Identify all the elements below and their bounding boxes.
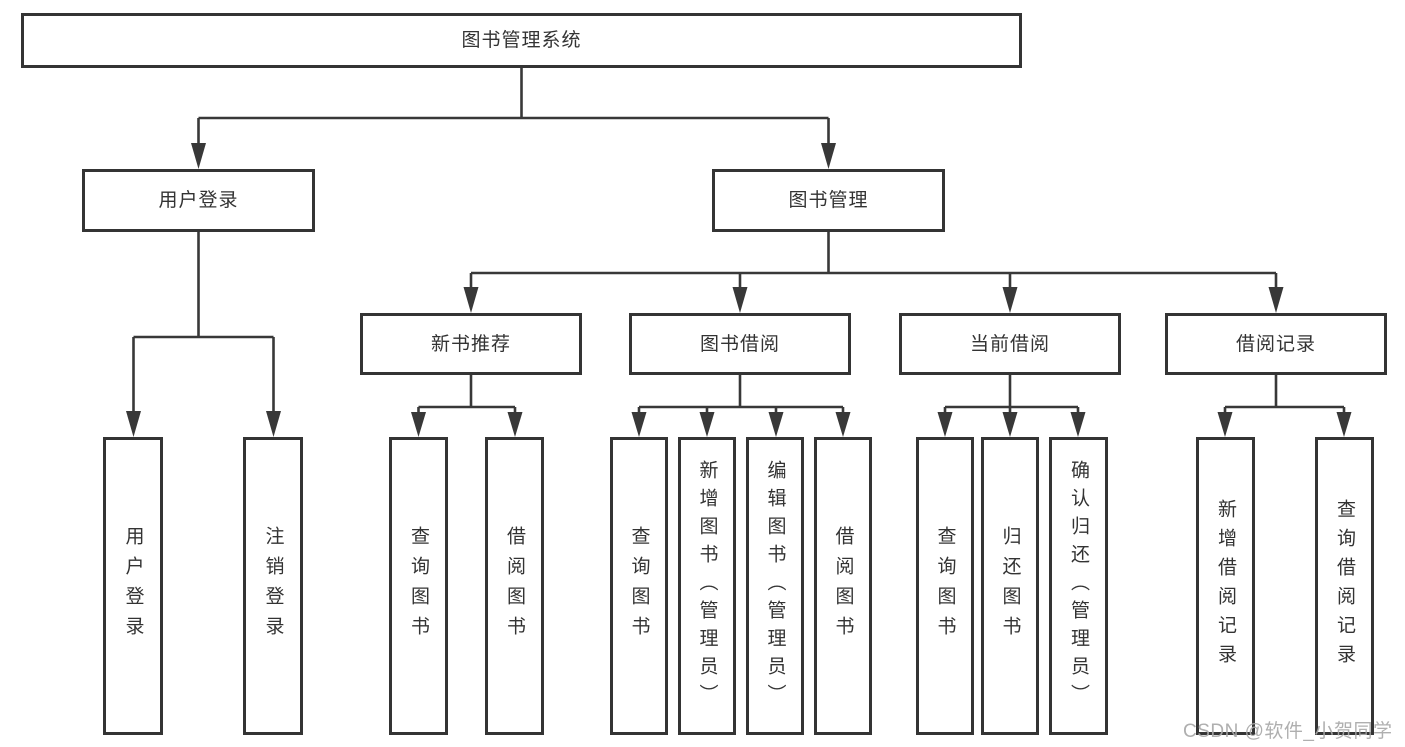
leaf-query-books-recommend-label: 查询图书 bbox=[408, 526, 429, 646]
node-root-label: 图书管理系统 bbox=[461, 30, 582, 51]
connector-borrow-to-leaves bbox=[631, 375, 851, 437]
leaf-logout: 注销登录 bbox=[243, 437, 303, 735]
leaf-return-books-label: 归还图书 bbox=[999, 526, 1021, 646]
node-borrow-records-label: 借阅记录 bbox=[1235, 333, 1316, 355]
node-book-management: 图书管理 bbox=[712, 169, 945, 232]
node-book-management-label: 图书管理 bbox=[788, 190, 869, 211]
leaf-borrow-books-borrow: 借阅图书 bbox=[814, 437, 872, 735]
leaf-confirm-return-admin: 确认归还（管理员） bbox=[1049, 437, 1108, 735]
leaf-query-books-current-label: 查询图书 bbox=[934, 526, 956, 646]
connector-login-to-leaves bbox=[126, 232, 281, 437]
leaf-logout-label: 注销登录 bbox=[262, 526, 284, 646]
leaf-add-borrow-record-label: 新增借阅记录 bbox=[1215, 499, 1236, 673]
node-root: 图书管理系统 bbox=[21, 13, 1022, 68]
leaf-return-books: 归还图书 bbox=[981, 437, 1039, 735]
leaf-query-books-recommend: 查询图书 bbox=[389, 437, 448, 735]
leaf-query-borrow-record-label: 查询借阅记录 bbox=[1334, 499, 1355, 673]
leaf-add-books-admin-label: 新增图书（管理员） bbox=[696, 460, 718, 712]
leaf-query-books-current: 查询图书 bbox=[916, 437, 974, 735]
connector-newbook-to-leaves bbox=[411, 375, 523, 437]
connector-root-to-branches bbox=[191, 68, 836, 169]
leaf-confirm-return-admin-label: 确认归还（管理员） bbox=[1068, 460, 1089, 712]
leaf-borrow-books-borrow-label: 借阅图书 bbox=[832, 526, 854, 646]
connector-mgmt-to-level3 bbox=[463, 232, 1284, 313]
leaf-user-login: 用户登录 bbox=[103, 437, 163, 735]
leaf-add-books-admin: 新增图书（管理员） bbox=[678, 437, 736, 735]
leaf-add-borrow-record: 新增借阅记录 bbox=[1196, 437, 1255, 735]
leaf-borrow-books-recommend: 借阅图书 bbox=[485, 437, 544, 735]
leaf-borrow-books-recommend-label: 借阅图书 bbox=[504, 526, 525, 646]
connector-current-to-leaves bbox=[937, 375, 1086, 437]
node-book-borrow: 图书借阅 bbox=[629, 313, 851, 375]
node-user-login-branch: 用户登录 bbox=[82, 169, 315, 232]
csdn-watermark: CSDN @软件_小贺同学 bbox=[1183, 721, 1393, 742]
node-borrow-records: 借阅记录 bbox=[1165, 313, 1387, 375]
node-current-borrow: 当前借阅 bbox=[899, 313, 1121, 375]
leaf-query-books-borrow-label: 查询图书 bbox=[628, 526, 650, 646]
node-new-book-recommend: 新书推荐 bbox=[360, 313, 582, 375]
leaf-edit-books-admin: 编辑图书（管理员） bbox=[746, 437, 804, 735]
node-user-login-branch-label: 用户登录 bbox=[158, 190, 239, 211]
leaf-user-login-label: 用户登录 bbox=[122, 526, 144, 646]
node-new-book-recommend-label: 新书推荐 bbox=[430, 333, 511, 355]
leaf-query-borrow-record: 查询借阅记录 bbox=[1315, 437, 1374, 735]
node-book-borrow-label: 图书借阅 bbox=[699, 333, 780, 355]
leaf-query-books-borrow: 查询图书 bbox=[610, 437, 668, 735]
connector-records-to-leaves bbox=[1217, 375, 1352, 437]
leaf-edit-books-admin-label: 编辑图书（管理员） bbox=[764, 460, 786, 712]
node-current-borrow-label: 当前借阅 bbox=[969, 333, 1050, 355]
